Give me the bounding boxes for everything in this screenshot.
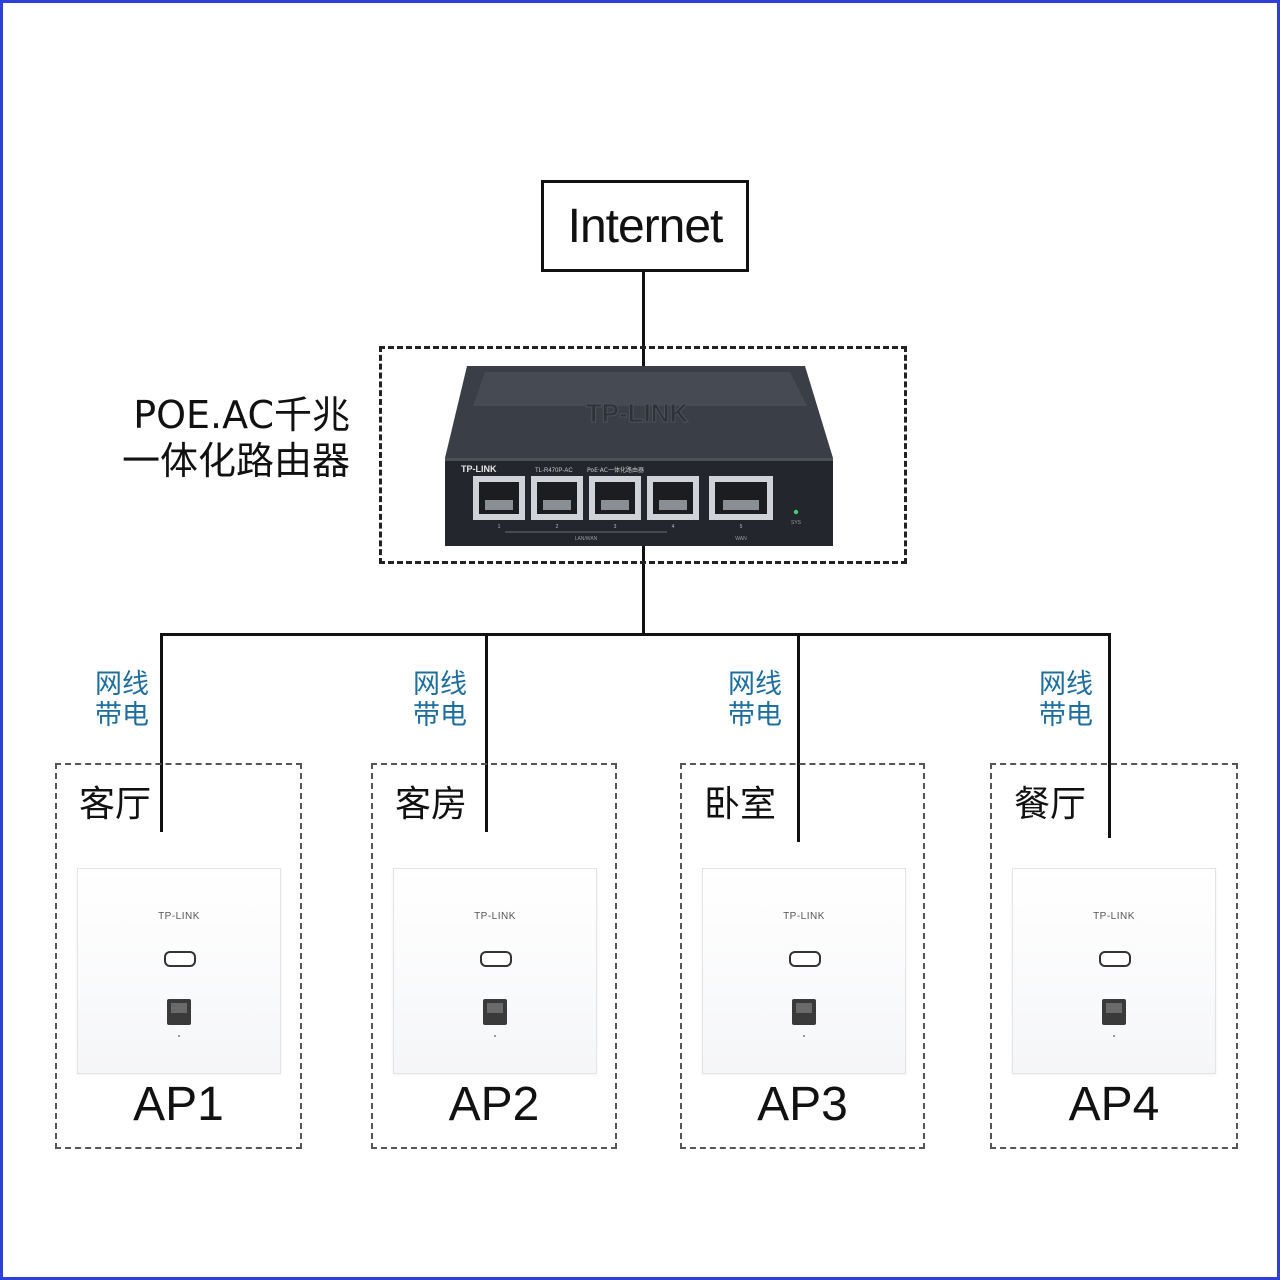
ap-name: AP4 xyxy=(1068,1078,1160,1131)
router-sys-label: SYS xyxy=(791,520,802,526)
ap-ethernet-port xyxy=(167,999,191,1025)
router-port-1 xyxy=(473,476,525,520)
ap-name: AP2 xyxy=(448,1078,540,1131)
router-front-edge xyxy=(445,458,833,461)
cable-label-ap2: 网线 带电 xyxy=(400,669,480,731)
ap-brand: TP-LINK xyxy=(1093,911,1135,922)
ap-ethernet-port xyxy=(483,999,507,1025)
room-box-ap1: 客厅 TP-LINK AP1 xyxy=(55,763,302,1149)
router-label-line1: POE.AC千兆 xyxy=(133,393,350,437)
cable-label-line1: 网线 xyxy=(1039,669,1093,700)
wire-drop-ap3 xyxy=(797,633,800,842)
cable-label-ap1: 网线 带电 xyxy=(82,669,162,731)
ap-panel: TP-LINK xyxy=(77,868,281,1074)
router-image: TP-LINK TP-LINK TL-R470P-AC PoE·AC一体化路由器… xyxy=(445,366,833,546)
ap-reset-dot xyxy=(803,1035,805,1037)
ap-brand: TP-LINK xyxy=(783,911,825,922)
router-wan-label: WAN xyxy=(735,536,747,542)
ap-reset-dot xyxy=(1113,1035,1115,1037)
internet-node: Internet xyxy=(541,180,749,272)
cable-label-line2: 带电 xyxy=(413,700,467,731)
router-port-3 xyxy=(589,476,641,520)
router-port-5 xyxy=(709,476,773,520)
room-name: 客房 xyxy=(395,784,468,825)
room-name: 餐厅 xyxy=(1014,784,1087,825)
cable-label-line1: 网线 xyxy=(95,669,149,700)
router-label: POE.AC千兆 一体化路由器 xyxy=(60,392,350,484)
ap-name: AP1 xyxy=(133,1078,224,1131)
router-port-number-4: 4 xyxy=(672,524,675,530)
router-top-sheen xyxy=(473,372,807,406)
cable-label-line2: 带电 xyxy=(95,700,149,731)
ap-reset-dot xyxy=(178,1035,180,1037)
router-subtitle: PoE·AC一体化路由器 xyxy=(587,466,644,474)
router-lan-label: LAN/WAN xyxy=(575,536,598,542)
router-sys-led xyxy=(793,509,799,515)
ap-reset-dot xyxy=(494,1035,496,1037)
cable-label-line2: 带电 xyxy=(728,700,782,731)
ap-led-indicator xyxy=(164,951,196,967)
ap-panel: TP-LINK xyxy=(702,868,906,1074)
room-name: 客厅 xyxy=(79,784,152,825)
ap-led-indicator xyxy=(1099,951,1131,967)
wire-drop-ap1 xyxy=(160,633,163,832)
router-top-brand: TP-LINK xyxy=(586,398,689,428)
ap-brand: TP-LINK xyxy=(158,911,200,922)
internet-label: Internet xyxy=(567,199,724,253)
ap-led-indicator xyxy=(789,951,821,967)
router-port-number-5: 5 xyxy=(740,524,743,530)
room-box-ap3: 卧室 TP-LINK AP3 xyxy=(680,763,925,1149)
cable-label-line1: 网线 xyxy=(728,669,782,700)
router-port-number-3: 3 xyxy=(614,524,617,530)
ap-ethernet-port xyxy=(792,999,816,1025)
cable-label-line1: 网线 xyxy=(413,669,467,700)
wire-bus xyxy=(160,633,1111,636)
ap-panel: TP-LINK xyxy=(393,868,597,1074)
cable-label-ap3: 网线 带电 xyxy=(715,669,795,731)
cable-label-line2: 带电 xyxy=(1039,700,1093,731)
room-name: 卧室 xyxy=(704,784,777,825)
room-box-ap4: 餐厅 TP-LINK AP4 xyxy=(990,763,1238,1149)
wire-drop-ap4 xyxy=(1108,633,1111,838)
wire-router-bus xyxy=(642,546,645,636)
router-port-number-2: 2 xyxy=(556,524,559,530)
ap-panel: TP-LINK xyxy=(1012,868,1216,1074)
router-model: TL-R470P-AC xyxy=(535,468,573,474)
router-label-line2: 一体化路由器 xyxy=(121,439,350,483)
wire-drop-ap2 xyxy=(485,633,488,832)
wire-internet-router xyxy=(642,266,645,366)
ap-ethernet-port xyxy=(1102,999,1126,1025)
ap-name: AP3 xyxy=(757,1078,848,1131)
ap-brand: TP-LINK xyxy=(474,911,516,922)
router-port-4 xyxy=(647,476,699,520)
router-frame xyxy=(379,346,907,564)
room-box-ap2: 客房 TP-LINK AP2 xyxy=(371,763,617,1149)
router-front-brand: TP-LINK xyxy=(461,464,497,474)
ap-led-indicator xyxy=(480,951,512,967)
router-port-number-1: 1 xyxy=(498,524,501,530)
cable-label-ap4: 网线 带电 xyxy=(1026,669,1106,731)
router-port-2 xyxy=(531,476,583,520)
